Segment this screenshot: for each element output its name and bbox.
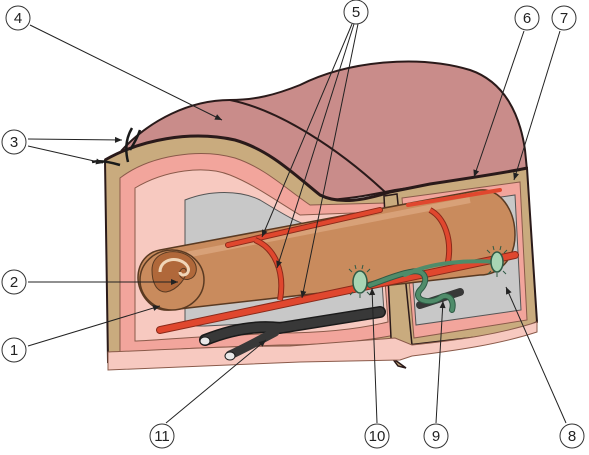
hair-strands <box>91 127 142 167</box>
receptor-right <box>486 245 508 277</box>
label-badge-3 <box>1 129 27 155</box>
arrowhead-5-2 <box>300 290 307 298</box>
leader-line-4-0 <box>29 24 223 121</box>
vein-cut-end-2 <box>224 351 236 361</box>
label-text-1: 1 <box>10 342 18 359</box>
leader-line-3-0 <box>27 138 123 141</box>
arrowhead-11-0 <box>258 340 266 347</box>
fascia-bottom-band <box>107 321 538 371</box>
label-text-9: 9 <box>432 428 440 445</box>
leader-lines <box>27 23 567 424</box>
arrowhead-9-0 <box>439 301 446 309</box>
label-text-11: 11 <box>154 428 170 445</box>
leader-line-9-0 <box>435 300 444 424</box>
label-text-8: 8 <box>568 428 576 445</box>
label-badge-5 <box>343 0 369 25</box>
arrowhead-3-1 <box>95 158 103 165</box>
arrowhead-8-0 <box>506 287 512 295</box>
leader-line-8-0 <box>505 286 567 424</box>
label-text-6: 6 <box>523 10 531 27</box>
label-badge-2 <box>1 269 27 295</box>
label-badge-11 <box>149 423 175 449</box>
leader-line-7-0 <box>513 30 561 181</box>
artery-main-fill <box>157 252 518 333</box>
label-badge-10 <box>364 423 390 449</box>
marrow-inner <box>158 258 190 277</box>
label-text-2: 2 <box>10 274 18 291</box>
leader-line-5-2 <box>301 23 359 299</box>
label-badge-4 <box>5 5 31 31</box>
artery-loop-right-fill <box>428 208 451 263</box>
leader-line-5-0 <box>261 23 353 238</box>
label-badge-7 <box>551 5 577 31</box>
label-badge-1 <box>1 337 27 363</box>
leader-line-10-0 <box>371 287 378 424</box>
label-badge-8 <box>559 423 585 449</box>
leader-line-11-0 <box>165 339 267 424</box>
arrowhead-5-0 <box>261 229 268 237</box>
leader-line-5-1 <box>276 23 355 269</box>
bone-shaft-highlight <box>169 197 471 261</box>
label-text-5: 5 <box>352 4 360 21</box>
arrowhead-3-0 <box>114 136 122 143</box>
label-text-7: 7 <box>560 10 568 27</box>
skin-ridge-line <box>229 99 386 193</box>
arrowhead-10-0 <box>369 288 376 296</box>
leader-line-3-1 <box>27 145 104 164</box>
skin-front-edge <box>104 134 528 202</box>
leader-line-6-0 <box>473 30 525 178</box>
arrowhead-7-0 <box>513 172 519 180</box>
arrowhead-2-0 <box>171 279 178 285</box>
nerve-fiber-fill <box>368 269 455 312</box>
receptor-left <box>348 264 371 298</box>
label-text-4: 4 <box>14 10 22 27</box>
arrowhead-4-0 <box>214 114 222 120</box>
arrowhead-6-0 <box>473 169 480 177</box>
label-badge-9 <box>423 423 449 449</box>
label-badges: 1 2 3 4 5 6 7 8 9 10 11 <box>1 0 585 449</box>
bone-shaft <box>137 189 516 311</box>
label-text-3: 3 <box>10 134 18 151</box>
artery-right-segment <box>406 188 502 207</box>
artery-upper-branch-fill <box>226 208 382 247</box>
vein-cut-end-1 <box>199 336 211 346</box>
label-text-10: 10 <box>369 428 386 445</box>
arrowhead-5-1 <box>276 260 282 268</box>
vein-main-fill <box>200 307 385 345</box>
label-badge-6 <box>514 5 540 31</box>
leader-line-1-0 <box>27 305 161 347</box>
nerve-upper <box>403 259 497 277</box>
arrowhead-1-0 <box>152 305 160 311</box>
